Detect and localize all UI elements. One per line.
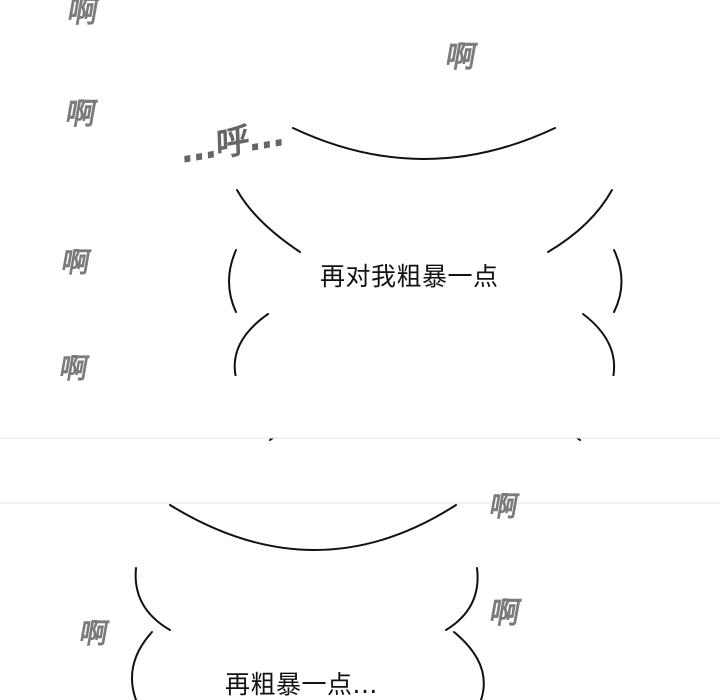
sfx-mid-left-1: 啊 bbox=[63, 97, 99, 132]
bubble-lower-right bbox=[582, 313, 616, 379]
sfx-lower-right-1: 啊 bbox=[487, 490, 521, 523]
dialogue-bubble-1: 再对我粗暴一点 bbox=[320, 262, 499, 291]
bubble-lower-left bbox=[233, 313, 269, 379]
sfx-mid-left-3: 啊 bbox=[57, 352, 91, 385]
sfx-lower-right-2: 啊 bbox=[487, 596, 523, 631]
bubble-bottom-arc bbox=[169, 504, 457, 551]
bubble-text-right-edge bbox=[613, 249, 623, 313]
panel-gap-1 bbox=[0, 376, 720, 438]
bubble-final-left bbox=[134, 567, 171, 631]
bubble-final-text-right bbox=[453, 631, 485, 700]
sfx-top-right: 啊 bbox=[443, 40, 479, 75]
bubble-arc-top bbox=[292, 127, 556, 160]
panel-gap-2 bbox=[0, 441, 720, 503]
dialogue-bubble-2: 再粗暴一点... bbox=[225, 670, 378, 699]
bubble-final-text-left bbox=[131, 631, 153, 700]
bubble-final-right bbox=[445, 567, 479, 631]
bubble-arc-wide bbox=[236, 189, 301, 253]
bubble-arc-wide-right bbox=[547, 189, 613, 253]
sfx-top-left: 啊 bbox=[65, 0, 101, 30]
sfx-mid-left-2: 啊 bbox=[59, 246, 93, 279]
sfx-lower-left: 啊 bbox=[77, 617, 111, 650]
bubble-text-left-edge bbox=[228, 249, 237, 313]
